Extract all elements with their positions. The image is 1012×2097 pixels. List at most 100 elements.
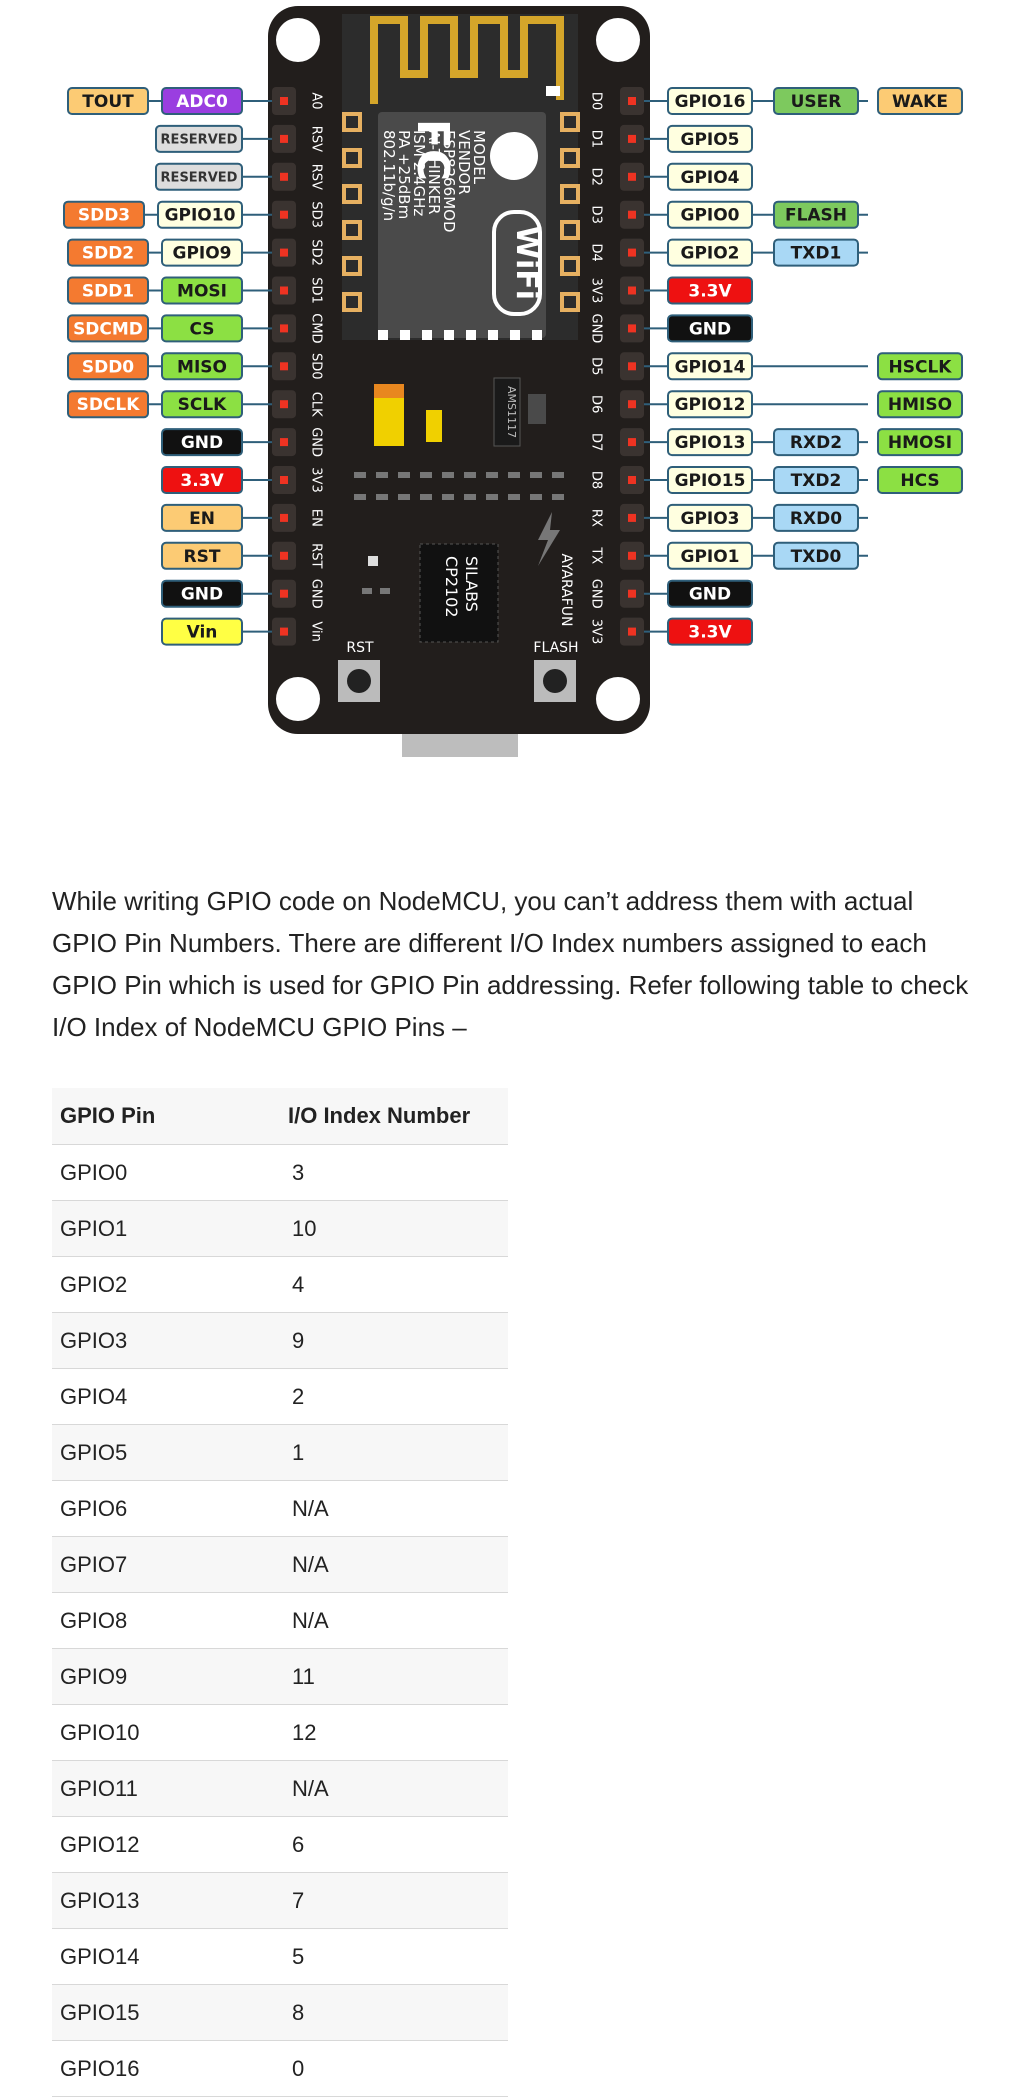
usb-chip-label: SILABS <box>462 556 481 612</box>
pin-label-box <box>667 428 753 457</box>
pin-label-box <box>773 200 859 229</box>
pin-pad <box>280 362 288 371</box>
pin-pad <box>280 210 288 219</box>
pin-label-text: TOUT <box>82 92 134 112</box>
pin-label-text: MISO <box>177 357 227 377</box>
pin-label-text: GND <box>181 433 223 453</box>
pin-silk-label: Vin <box>309 621 324 641</box>
capacitor-small <box>426 410 442 442</box>
gpio-pin-cell: GPIO13 <box>52 1872 280 1929</box>
gpio-pin-cell: GPIO16 <box>52 2040 280 2097</box>
pin-pad <box>628 589 636 598</box>
module-pad <box>342 112 362 132</box>
pin-label-text: TXD2 <box>791 471 842 491</box>
pin-label-text: RXD0 <box>790 509 842 529</box>
pin-silk-label: D0 <box>589 92 604 110</box>
io-index-cell: 1 <box>280 1424 508 1481</box>
smd-led <box>368 556 378 566</box>
pin-label-box <box>877 466 963 494</box>
pin-pad <box>628 134 636 143</box>
pin-label-text: GPIO12 <box>675 395 746 415</box>
pin-pad <box>628 172 636 181</box>
pin-label-box <box>667 124 753 153</box>
pin-silk-label: RST <box>309 543 324 568</box>
pin-label-box <box>773 466 859 494</box>
pin-label-text: Vin <box>187 623 218 643</box>
pin-label-text: GPIO15 <box>675 471 746 491</box>
regulator-chip <box>493 377 521 447</box>
pin-label-text: 3.3V <box>180 471 224 491</box>
pin-label-box <box>67 352 149 381</box>
wifi-badge: WiFi <box>492 210 544 316</box>
pin-silk-label: D4 <box>589 243 604 261</box>
pin-silk-label: SD3 <box>309 201 324 228</box>
io-index-cell: N/A <box>280 1480 508 1537</box>
pin-label-box <box>67 390 149 419</box>
gpio-pin-cell: GPIO8 <box>52 1592 280 1649</box>
pin-pad <box>628 97 636 105</box>
module-pad <box>560 184 580 204</box>
module-pad <box>560 220 580 240</box>
module-pad <box>510 330 520 340</box>
io-index-cell: 0 <box>280 2040 508 2097</box>
module-pad <box>342 220 362 240</box>
smd-resistor <box>362 588 372 594</box>
module-pad <box>560 112 580 132</box>
pin-label-box <box>67 314 149 343</box>
module-pad <box>342 256 362 276</box>
gpio-pin-cell: GPIO9 <box>52 1648 280 1705</box>
table-header-row: GPIO Pin I/O Index Number <box>52 1088 508 1145</box>
pin-label-box <box>67 87 149 115</box>
pin-silk-label: EN <box>309 509 324 527</box>
module-pad <box>560 256 580 276</box>
mounting-hole <box>596 18 640 62</box>
pin-label-box <box>161 390 243 419</box>
pin-label-box <box>667 503 753 532</box>
gpio-pin-cell: GPIO0 <box>52 1144 280 1201</box>
pin-label-text: TXD1 <box>791 244 842 264</box>
antenna-led <box>546 86 560 96</box>
brand-label: AYARAFUN <box>558 553 574 626</box>
pin-label-box <box>877 428 963 457</box>
pin-label-text: GPIO14 <box>675 357 746 377</box>
smd-resistor <box>508 472 520 478</box>
module-text-line: MODEL <box>470 130 488 185</box>
pin-label-box <box>67 276 149 305</box>
rst-silk: RST <box>346 640 374 656</box>
flash-silk: FLASH <box>533 640 578 656</box>
module-pad <box>378 330 388 340</box>
pin-label-box <box>773 428 859 457</box>
pin-silk-label: 3V3 <box>589 619 604 644</box>
smd-resistor <box>530 472 542 478</box>
gpio-pin-cell: GPIO14 <box>52 1928 280 1985</box>
pin-label-box <box>161 238 243 267</box>
pin-label-box <box>157 200 243 229</box>
column-header-gpio-pin: GPIO Pin <box>52 1088 280 1145</box>
pin-silk-label: GND <box>589 579 604 609</box>
pin-label-text: HMISO <box>888 395 952 415</box>
pin-label-text: GPIO3 <box>680 509 739 529</box>
pin-pad <box>628 248 636 257</box>
io-index-cell: N/A <box>280 1536 508 1593</box>
pin-pad <box>280 134 288 143</box>
smd-resistor <box>464 494 476 500</box>
module-pad <box>466 330 476 340</box>
module-pad <box>488 330 498 340</box>
io-index-cell: 9 <box>280 1312 508 1369</box>
gpio-pin-cell: GPIO1 <box>52 1200 280 1257</box>
pin-label-text: GPIO16 <box>675 92 746 112</box>
module-pad <box>444 330 454 340</box>
smd-part <box>528 394 546 424</box>
